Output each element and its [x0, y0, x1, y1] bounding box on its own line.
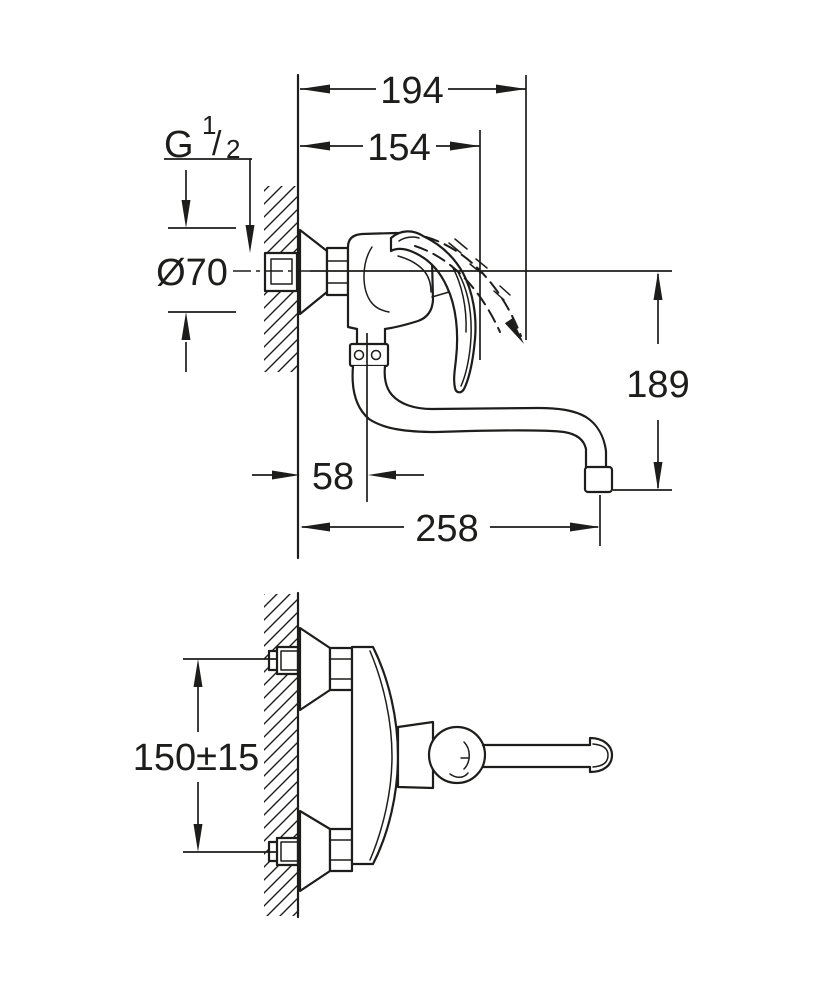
thread-nipple-side — [263, 251, 299, 293]
label-escutcheon-diameter: Ø70 — [156, 252, 228, 294]
label-spout-height: 189 — [626, 364, 689, 406]
arrowhead — [368, 470, 396, 480]
dim-connection-centers-150: 150±15 — [133, 658, 276, 853]
label-thread-denominator: 2 — [226, 134, 240, 164]
dim-escutcheon-diameter-70: Ø70 — [156, 170, 236, 372]
arrowhead — [272, 470, 300, 480]
dimensions-plan: 150±15 — [133, 658, 276, 853]
arrowhead — [193, 659, 203, 687]
arrowhead — [570, 522, 600, 532]
arrowhead — [653, 272, 663, 300]
plan-view — [264, 591, 614, 919]
label-overall-depth: 194 — [380, 70, 443, 112]
arrowhead — [450, 141, 480, 151]
lower-escutcheon-plan — [298, 809, 354, 893]
arrowhead — [245, 225, 255, 253]
swivel-collar — [348, 327, 390, 368]
label-connection-centers: 150±15 — [133, 737, 260, 779]
label-spout-reach: 258 — [415, 508, 478, 550]
handle-dome-plan — [427, 725, 487, 785]
dim-overall-depth-194: 194 — [300, 70, 527, 340]
label-wall-to-spout-axis: 58 — [312, 456, 354, 498]
dim-thread-size: G 1 / 2 — [164, 110, 255, 253]
swing-arrowhead — [504, 318, 524, 344]
wall-hatching-plan — [264, 594, 298, 916]
label-thread-separator: / — [212, 125, 222, 163]
arrowhead — [300, 84, 330, 94]
spout-plan — [481, 736, 614, 774]
arrowhead — [181, 312, 191, 340]
arrowhead — [653, 462, 663, 490]
lower-wall-union — [267, 836, 300, 867]
dim-spout-height-189: 189 — [613, 272, 690, 491]
upper-escutcheon-plan — [298, 626, 354, 712]
label-body-depth: 154 — [367, 127, 430, 169]
arrowhead — [496, 84, 526, 94]
dim-body-depth-154: 154 — [300, 127, 481, 360]
arrowhead — [300, 141, 330, 151]
spout — [351, 364, 614, 494]
body-plan — [350, 645, 435, 866]
dim-wall-to-spout-axis-58: 58 — [252, 333, 424, 502]
arrowhead — [181, 200, 191, 228]
arrowhead — [300, 522, 330, 532]
arrowhead — [193, 824, 203, 852]
dim-spout-reach-258: 258 — [300, 495, 601, 550]
label-thread-numerator: 1 — [202, 110, 216, 140]
aerator — [583, 465, 614, 494]
upper-wall-union — [267, 645, 300, 676]
dimensions-side: 194 154 G 1 / 2 Ø70 — [156, 70, 690, 550]
escutcheon-side — [298, 228, 329, 316]
